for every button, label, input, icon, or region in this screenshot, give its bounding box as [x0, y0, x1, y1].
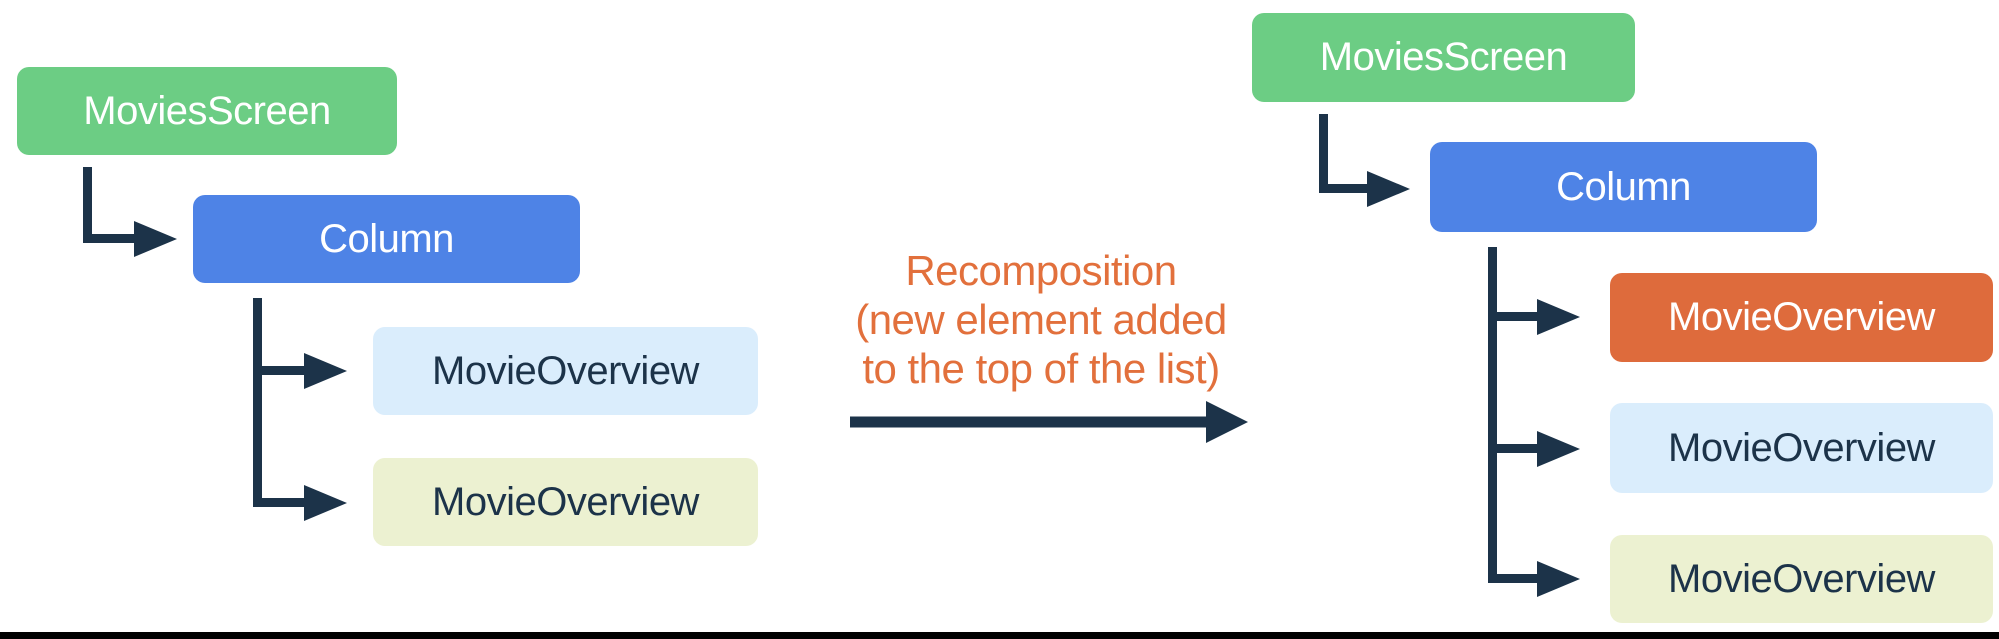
right-trunk-connector [1488, 247, 1537, 583]
right-branch1-arrowhead-icon [1537, 299, 1580, 335]
node-label: MovieOverview [432, 479, 699, 524]
recomposition-arrowhead-icon [1206, 401, 1248, 443]
node-label: MovieOverview [1668, 556, 1935, 601]
node-label: Column [319, 216, 454, 261]
right-elbow-arrowhead-icon [1367, 171, 1410, 207]
right-tree-node-movieoverview-2: MovieOverview [1610, 403, 1993, 493]
caption-line-3: to the top of the list) [862, 345, 1220, 392]
node-label: MoviesScreen [83, 88, 331, 133]
left-tree-node-movieoverview-2: MovieOverview [373, 458, 758, 546]
node-label: MovieOverview [432, 348, 699, 393]
left-tree-node-movieoverview-1: MovieOverview [373, 327, 758, 415]
right-tree-node-movieoverview-new: MovieOverview [1610, 273, 1993, 362]
left-tree-node-moviesscreen: MoviesScreen [17, 67, 397, 155]
left-branch2-arrowhead-icon [304, 485, 347, 521]
right-branch3-arrowhead-icon [1537, 561, 1580, 597]
left-branch1-arrowhead-icon [304, 353, 347, 389]
right-elbow-connector [1319, 114, 1367, 193]
caption-line-2: (new element added [855, 296, 1227, 343]
right-tree-node-moviesscreen: MoviesScreen [1252, 13, 1635, 102]
caption-line-1: Recomposition [905, 247, 1177, 294]
left-tree-node-column: Column [193, 195, 580, 283]
recomposition-caption: Recomposition (new element added to the … [781, 246, 1301, 393]
right-branch2-arrowhead-icon [1537, 431, 1580, 467]
bottom-border-bar [0, 632, 1999, 639]
left-elbow-connector [83, 167, 134, 243]
node-label: MoviesScreen [1319, 35, 1568, 79]
node-label: MovieOverview [1668, 425, 1935, 470]
left-trunk-connector [253, 298, 304, 507]
left-elbow-arrowhead-icon [134, 221, 177, 257]
right-tree-node-column: Column [1430, 142, 1817, 232]
right-tree-node-movieoverview-3: MovieOverview [1610, 535, 1993, 623]
node-label: Column [1556, 164, 1691, 209]
node-label: MovieOverview [1668, 295, 1935, 339]
